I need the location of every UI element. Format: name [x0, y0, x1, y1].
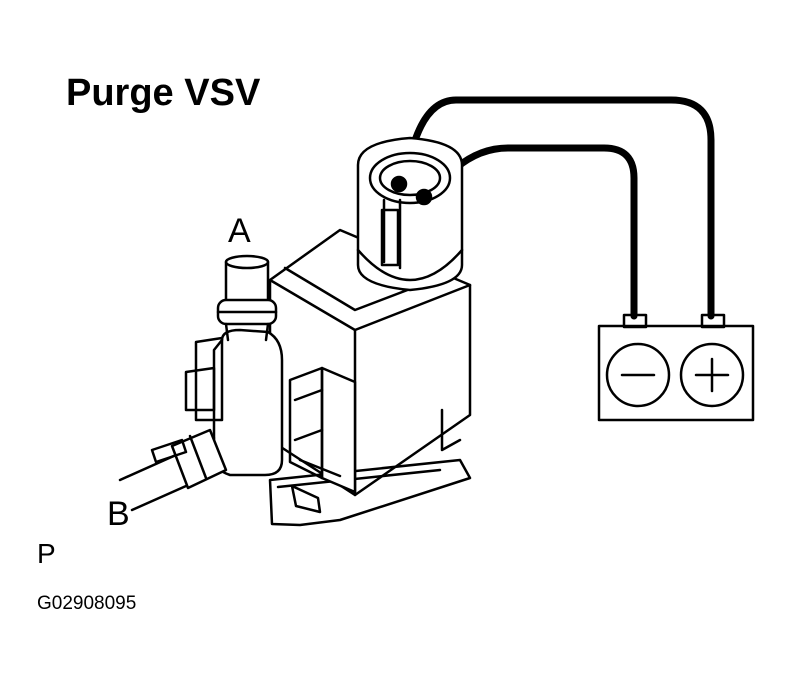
hose-b: [118, 428, 228, 512]
figure-id: G02908095: [37, 593, 137, 614]
corner-mark: P: [37, 538, 56, 569]
battery-negative-terminal: [622, 313, 648, 329]
port-a-label: A: [228, 212, 251, 250]
battery-negative-symbol: [605, 342, 671, 408]
hose-a: [216, 254, 278, 342]
battery-positive-terminal: [700, 313, 726, 329]
port-b-label: B: [107, 495, 130, 533]
wire-positive: [396, 96, 715, 320]
battery-positive-symbol: [679, 342, 745, 408]
wire-negative: [418, 144, 638, 320]
electrical-connector: [356, 136, 464, 292]
diagram-title: Purge VSV: [66, 72, 261, 114]
connector-pin-1: [390, 175, 408, 193]
battery: [597, 313, 755, 422]
battery-wires: [396, 96, 715, 320]
connector-pin-2: [415, 188, 433, 206]
mounting-bracket: [268, 458, 472, 527]
port-fitting: [184, 328, 284, 477]
battery-body: [597, 324, 755, 422]
side-clip: [288, 366, 357, 494]
